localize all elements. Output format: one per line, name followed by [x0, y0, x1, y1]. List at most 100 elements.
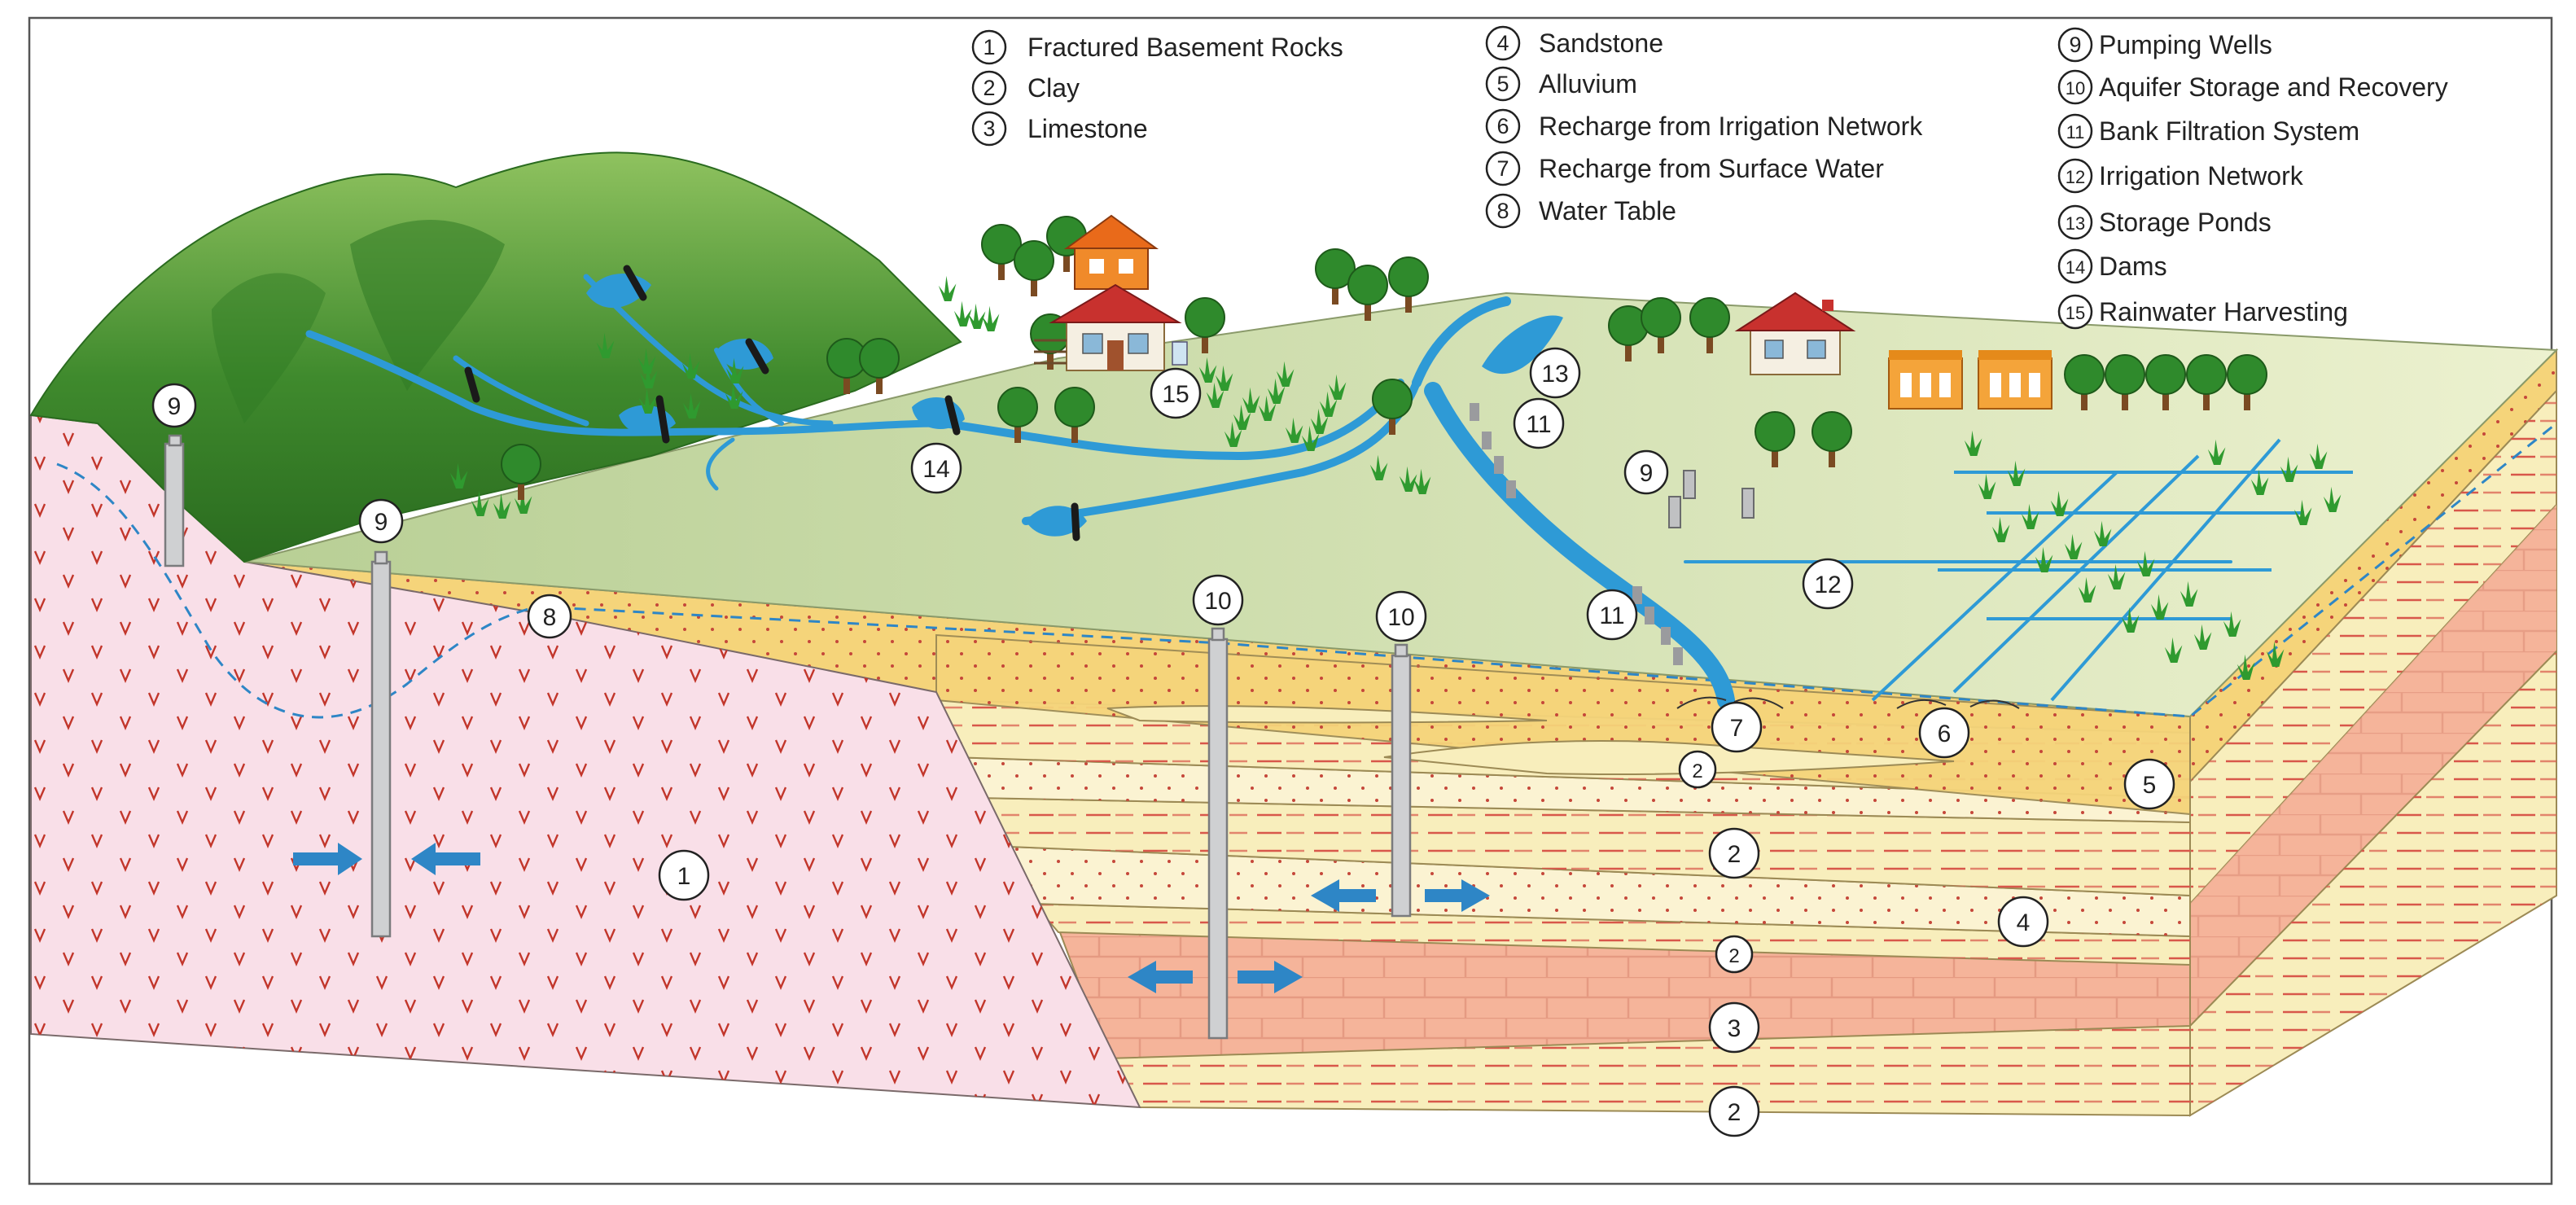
svg-text:Pumping Wells: Pumping Wells	[2099, 30, 2272, 59]
crop	[1206, 382, 1224, 408]
svg-text:Limestone: Limestone	[1027, 114, 1148, 143]
crop	[1319, 391, 1338, 417]
tree	[501, 444, 541, 500]
svg-text:11: 11	[1599, 602, 1624, 629]
svg-text:1: 1	[677, 863, 691, 890]
legend-item: 10 Aquifer Storage and Recovery	[2057, 69, 2448, 105]
legend-item: 9 Pumping Wells	[2057, 27, 2272, 63]
bank-well	[1673, 647, 1683, 665]
legend-item: 4 Sandstone	[1485, 25, 1663, 61]
crop	[2050, 490, 2069, 516]
bank-well	[1632, 586, 1642, 604]
crop	[471, 490, 489, 516]
pumping-well-left	[164, 434, 185, 567]
badge-well-left: 9	[151, 383, 197, 428]
badge-alluvium: 5	[2123, 758, 2175, 810]
badge-asr-right: 10	[1375, 590, 1427, 642]
front-face-strata	[243, 561, 2191, 1117]
legend-item: 14 Dams	[2057, 248, 2167, 284]
crop	[1285, 417, 1303, 443]
tree	[1388, 256, 1429, 313]
badge-asr-left: 10	[1192, 574, 1244, 626]
tree	[1755, 411, 1795, 467]
svg-text:6: 6	[1938, 721, 1952, 747]
badge-recharge-irrigation: 6	[1918, 707, 1970, 759]
legend-item: 7 Recharge from Surface Water	[1485, 151, 1884, 186]
legend-column-2: 4 Sandstone 5 Alluvium 6 Recharge from I…	[1485, 25, 1923, 229]
crop	[1224, 421, 1242, 447]
crop	[2193, 624, 2212, 650]
tree	[1689, 297, 1730, 353]
irrigation-network	[1871, 438, 2353, 702]
crop	[967, 303, 986, 329]
flow-arrows	[293, 843, 1490, 993]
legend-item: 1 Fractured Basement Rocks	[971, 29, 1343, 65]
houses	[1034, 214, 2052, 410]
crop	[1413, 468, 1431, 494]
crop	[637, 348, 656, 374]
svg-text:9: 9	[375, 509, 388, 536]
bank-well	[1482, 432, 1492, 449]
svg-text:13: 13	[1541, 361, 1568, 388]
svg-text:13: 13	[2066, 213, 2085, 234]
svg-text:2: 2	[1692, 760, 1702, 782]
badge-rainwater: 15	[1150, 367, 1202, 419]
legend-column-3: 9 Pumping Wells 10 Aquifer Storage and R…	[2057, 27, 2448, 330]
crop	[2323, 486, 2342, 512]
crop	[2164, 637, 2183, 663]
crop	[2223, 611, 2241, 637]
crop	[2309, 443, 2328, 469]
svg-text:9: 9	[1640, 460, 1654, 487]
badge-well-mid: 9	[358, 498, 404, 544]
svg-text:12: 12	[1814, 572, 1841, 598]
badge-limestone: 3	[1708, 1001, 1760, 1054]
badge-dams: 14	[910, 442, 962, 494]
svg-text:Irrigation Network: Irrigation Network	[2099, 161, 2304, 191]
surface-pumping-wells	[1668, 470, 1755, 528]
svg-text:Rainwater Harvesting: Rainwater Harvesting	[2099, 297, 2348, 326]
badge-basement: 1	[658, 849, 710, 901]
badge-sandstone: 4	[1997, 896, 2049, 948]
svg-text:3: 3	[983, 116, 995, 141]
crop	[2236, 654, 2255, 680]
tree	[1014, 240, 1054, 296]
legend-item: 6 Recharge from Irrigation Network	[1485, 108, 1923, 144]
crop	[1233, 404, 1251, 430]
legend-item: 13 Storage Ponds	[2057, 204, 2272, 240]
badge-ponds: 13	[1529, 347, 1581, 399]
badge-bank-filtration-top: 11	[1513, 397, 1565, 449]
crop	[2280, 456, 2298, 482]
badge-clay-mid: 2	[1708, 827, 1760, 879]
crop	[514, 488, 532, 514]
legend-item: 8 Water Table	[1485, 193, 1676, 229]
legend-item: 15 Rainwater Harvesting	[2057, 294, 2348, 330]
bank-well	[1506, 480, 1516, 498]
svg-text:10: 10	[1387, 604, 1414, 631]
crop	[953, 300, 972, 326]
legend-item: 11 Bank Filtration System	[2057, 113, 2359, 149]
svg-text:10: 10	[2066, 78, 2085, 99]
asr-well-right	[1391, 643, 1412, 918]
svg-text:Sandstone: Sandstone	[1539, 28, 1663, 58]
svg-text:2: 2	[1728, 1099, 1741, 1126]
tree	[997, 387, 1038, 443]
tree	[1185, 297, 1225, 353]
crop	[1310, 408, 1329, 434]
legend-item: 5 Alluvium	[1485, 66, 1637, 102]
tree	[1315, 248, 1356, 305]
svg-text:9: 9	[168, 393, 182, 420]
tree	[2105, 354, 2145, 410]
bank-well	[1661, 627, 1671, 645]
crop	[2121, 607, 2140, 633]
crop	[1267, 378, 1286, 404]
tree	[1054, 387, 1095, 443]
crop	[2064, 533, 2083, 559]
crop	[2093, 520, 2112, 546]
badge-well-right: 9	[1623, 449, 1669, 495]
crop	[2250, 469, 2269, 495]
crop	[2150, 594, 2169, 620]
svg-text:4: 4	[2017, 909, 2031, 936]
crop-fields	[449, 275, 2342, 680]
svg-text:10: 10	[1204, 588, 1231, 615]
